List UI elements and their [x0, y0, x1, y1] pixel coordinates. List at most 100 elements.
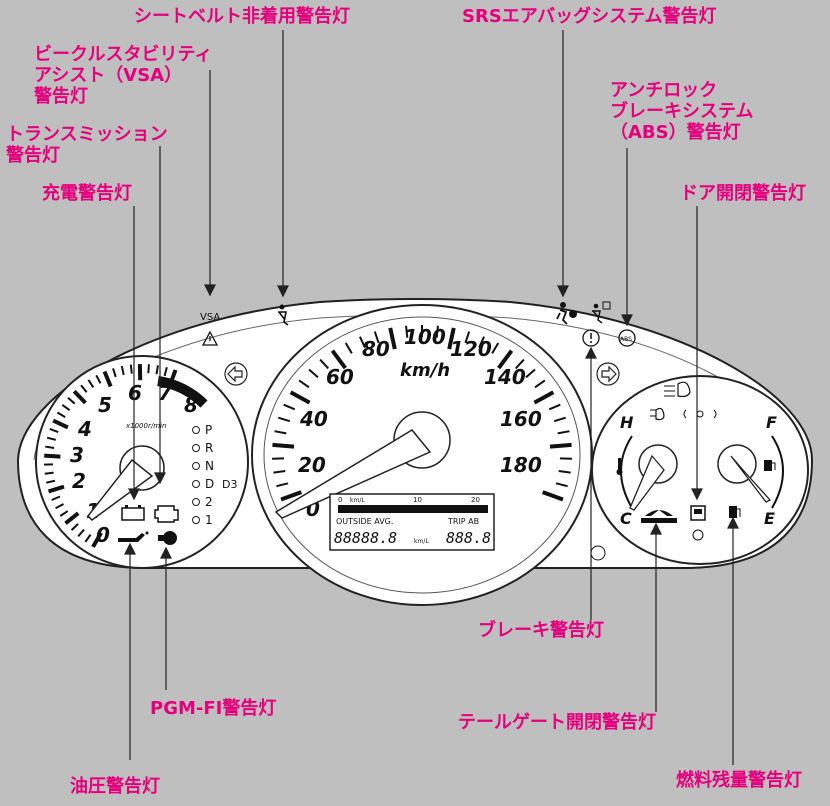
gauge-tick — [55, 503, 64, 510]
tachometer: 0 1 2 3 4 5 6 7 8 x1000r/min P R N D 2 1… — [35, 355, 249, 569]
door-icon — [690, 505, 706, 521]
gauge-tick — [553, 416, 566, 423]
callout-abs-line1: アンチロック — [610, 80, 718, 101]
brake-warning-icon — [582, 329, 600, 347]
fuel-scale — [771, 435, 784, 509]
callout-tailgate: テールゲート開閉警告灯 — [458, 712, 656, 733]
gauge-tick — [45, 479, 56, 484]
tailgate-icon — [641, 510, 677, 523]
callout-transmission-line1: トランスミッション — [6, 124, 168, 145]
callout-abs-line2: ブレーキシステム — [610, 101, 754, 122]
gauge-tick — [84, 534, 92, 543]
gauge-tick — [373, 331, 380, 344]
temp-cold-label: C — [620, 509, 632, 528]
gauge-tick — [283, 403, 296, 411]
speed-tick-60: 60 — [326, 365, 354, 389]
speed-tick-100: 100 — [404, 325, 446, 349]
callout-vsa: ビークルスタビリティ アシスト（VSA） 警告灯 — [34, 44, 212, 107]
tach-unit: x1000r/min — [125, 422, 166, 430]
fuel-full-label: F — [766, 413, 777, 432]
right-turn-indicator — [596, 362, 620, 386]
gauge-tick — [435, 325, 439, 338]
gauge-tick — [478, 336, 485, 348]
speedometer: 0 20 40 60 80 100 120 140 160 180 km/h 0… — [251, 304, 593, 606]
gauge-tick — [541, 490, 564, 502]
gauge-tick — [44, 453, 61, 459]
gauge-tick — [533, 390, 555, 405]
gauge-tick — [91, 531, 103, 548]
speed-tick-120: 120 — [450, 337, 492, 361]
left-turn-indicator — [224, 362, 248, 386]
lcd-left-value: 88888.8 — [334, 529, 397, 547]
callout-srs: SRSエアバッグシステム警告灯 — [462, 6, 717, 27]
lcd-scale-20: 20 — [471, 496, 480, 504]
temp-hot-label: H — [620, 413, 634, 432]
gauge-tick — [289, 390, 311, 405]
tach-tick-5: 5 — [98, 393, 112, 417]
callout-vsa-line3: 警告灯 — [34, 86, 88, 107]
abs-icon: ABS — [618, 329, 636, 347]
speed-tick-40: 40 — [299, 407, 328, 431]
callout-door: ドア開閉警告灯 — [680, 183, 806, 204]
engine-icon — [154, 505, 179, 523]
gear-d3: D3 — [222, 478, 237, 491]
gauge-tick — [44, 471, 54, 475]
gauge-tick — [47, 484, 65, 494]
gauge-tick — [120, 365, 125, 376]
gear-r: R — [205, 441, 213, 455]
headlight-icon — [664, 381, 691, 398]
tach-tick-4: 4 — [77, 417, 92, 441]
gauge-tick — [61, 404, 71, 411]
gauge-tick — [77, 528, 85, 538]
gauge-tick — [46, 436, 57, 441]
thermometer-icon — [616, 458, 623, 475]
gauge-tick — [276, 482, 289, 488]
lcd-scale-10: 10 — [413, 496, 422, 504]
tach-tick-2: 2 — [72, 469, 86, 493]
gauge-tick — [49, 428, 59, 433]
gauge-tick — [51, 495, 61, 501]
lcd-left-unit: km/L — [414, 538, 429, 545]
leader-lines — [124, 30, 739, 765]
gauge-tick — [464, 331, 471, 344]
speed-unit: km/h — [400, 360, 450, 381]
seatbelt-icon — [278, 304, 289, 326]
gauge-tick — [70, 523, 79, 531]
gauge-tick — [274, 430, 287, 435]
gauge-tick — [67, 397, 76, 405]
gauge-tick — [56, 411, 66, 418]
gauge-tick — [447, 327, 456, 350]
callout-pgmfi: PGM-FI警告灯 — [150, 698, 277, 719]
gauge-tick — [491, 342, 500, 354]
gauge-tick — [557, 430, 570, 435]
callout-oil: 油圧警告灯 — [70, 776, 160, 797]
tach-redzone — [157, 376, 208, 408]
speed-tick-80: 80 — [362, 337, 390, 361]
gauge-tick — [95, 374, 102, 384]
gear-2: 2 — [205, 495, 213, 509]
gauge-tick — [330, 349, 347, 370]
gear-d: D — [205, 477, 214, 491]
speed-tick-20: 20 — [298, 453, 326, 477]
callout-transmission-line2: 警告灯 — [6, 145, 60, 166]
temp-fuel-gauges: H C F E — [591, 375, 809, 565]
gauge-tick — [112, 368, 117, 378]
gauge-tick — [359, 336, 366, 348]
gauge-tick — [525, 368, 536, 379]
lcd-display: 0 km/L 10 20 OUTSIDE AVG. TRIP AB 88888.… — [329, 493, 495, 551]
vsa-warning-icon — [201, 330, 219, 346]
gear-indicator: P R N D 2 1 D3 — [192, 423, 237, 527]
lcd-outside-avg-label: OUTSIDE AVG. — [336, 517, 393, 526]
gauge-tick — [45, 445, 55, 449]
lcd-trip-label: TRIP AB — [447, 517, 479, 526]
temp-needle — [629, 454, 665, 511]
callout-abs-line3: （ABS）警告灯 — [610, 122, 741, 143]
gauge-tick — [388, 327, 397, 350]
gauge-tick — [52, 418, 69, 430]
fuel-empty-label: E — [764, 509, 775, 528]
gear-1: 1 — [205, 513, 213, 527]
speed-needle — [274, 429, 432, 519]
gauge-tick — [549, 442, 572, 449]
